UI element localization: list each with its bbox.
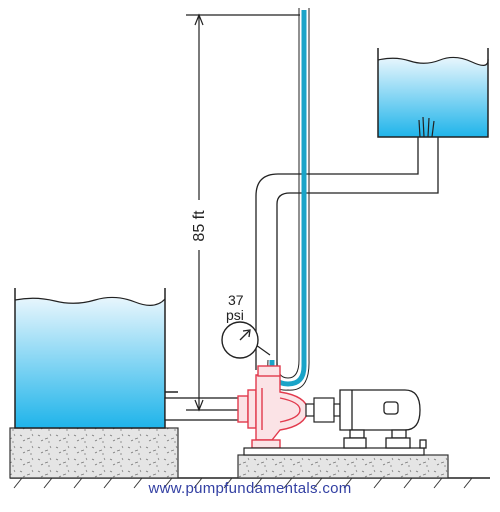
height-label-bg [183, 200, 215, 250]
coupling [305, 397, 341, 423]
suction-tank [14, 288, 178, 429]
suction-tank-foundation [9, 427, 179, 479]
gauge-value: 37 [228, 292, 244, 308]
discharge-tank [377, 48, 489, 138]
manometer-tube [267, 8, 310, 391]
motor [339, 389, 427, 449]
pump-baseplate [243, 447, 425, 456]
pump-foundation [237, 454, 449, 479]
height-label: 85 ft [191, 210, 208, 242]
suction-pipe [164, 397, 246, 421]
discharge-pipe [255, 137, 439, 370]
gauge-unit: psi [226, 307, 244, 323]
website-credit[interactable]: www.pumpfundamentals.com [148, 480, 352, 497]
gauge-needle [239, 330, 250, 341]
pressure-gauge [221, 321, 271, 359]
